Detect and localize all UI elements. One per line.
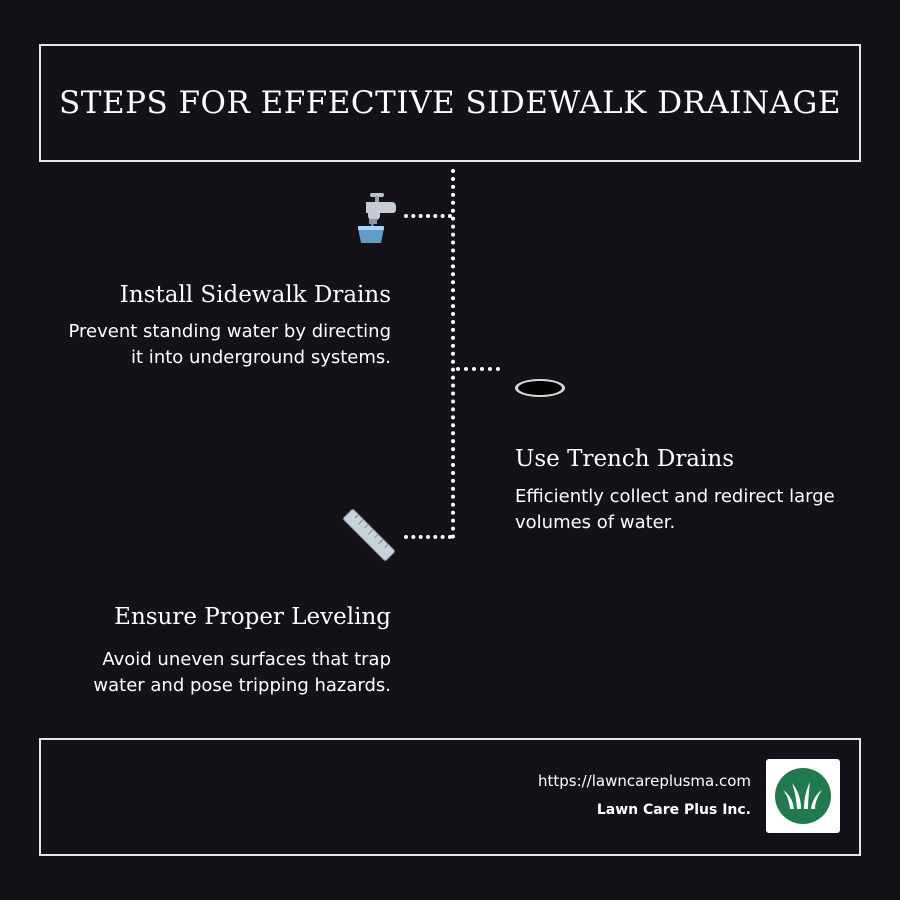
step-1-description-line-2: it into underground systems. bbox=[131, 347, 391, 368]
page-title: STEPS FOR EFFECTIVE SIDEWALK DRAINAGE bbox=[59, 85, 841, 121]
step-3-description: Avoid uneven surfaces that trap water an… bbox=[93, 647, 391, 699]
hole-icon bbox=[514, 377, 566, 399]
footer-company-name: Lawn Care Plus Inc. bbox=[596, 802, 751, 818]
step-2-title: Use Trench Drains bbox=[515, 446, 734, 472]
step-3-title: Ensure Proper Leveling bbox=[114, 604, 391, 630]
footer-url-link[interactable]: https://lawncareplusma.com bbox=[537, 772, 751, 790]
timeline-vertical-dots bbox=[451, 169, 455, 539]
title-box: STEPS FOR EFFECTIVE SIDEWALK DRAINAGE bbox=[39, 44, 861, 162]
faucet-icon bbox=[352, 190, 398, 244]
step-2-connector-dots bbox=[456, 367, 500, 371]
grass-logo-icon bbox=[775, 768, 831, 824]
footer-box: https://lawncareplusma.com Lawn Care Plu… bbox=[39, 738, 861, 856]
step-1-description-line-1: Prevent standing water by directing bbox=[68, 321, 392, 342]
step-2-description-line-2: volumes of water. bbox=[515, 512, 676, 533]
step-2-description: Efficiently collect and redirect large v… bbox=[515, 484, 835, 536]
step-1-title: Install Sidewalk Drains bbox=[119, 282, 391, 308]
ruler-icon bbox=[342, 508, 396, 562]
step-2-description-line-1: Efficiently collect and redirect large bbox=[515, 486, 835, 507]
step-3-description-line-1: Avoid uneven surfaces that trap bbox=[102, 649, 391, 670]
step-1-connector-dots bbox=[404, 214, 452, 218]
step-3-connector-dots bbox=[404, 535, 452, 539]
step-1-description: Prevent standing water by directing it i… bbox=[69, 319, 392, 371]
company-logo bbox=[766, 759, 840, 833]
step-3-description-line-2: water and pose tripping hazards. bbox=[93, 675, 391, 696]
